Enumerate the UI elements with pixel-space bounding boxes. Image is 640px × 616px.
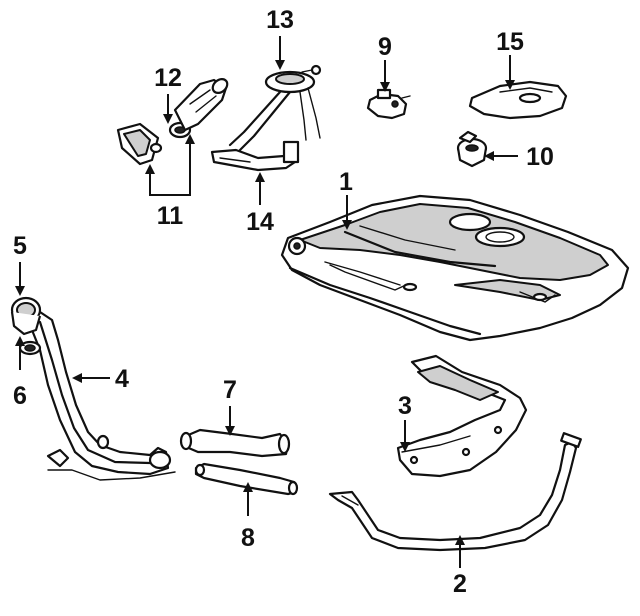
heat-shield[interactable]	[396, 354, 528, 478]
callout-11: 11	[157, 202, 184, 230]
fuel-pump[interactable]	[173, 76, 230, 132]
tank-strap[interactable]	[328, 432, 582, 552]
callout-2: 2	[453, 570, 467, 598]
vent-valve[interactable]	[366, 88, 411, 120]
callout-8: 8	[241, 524, 255, 552]
filler-cap[interactable]	[10, 296, 42, 336]
callout-13: 13	[266, 6, 294, 34]
callout-9: 9	[378, 33, 392, 61]
fuel-sender-unit[interactable]	[228, 64, 322, 152]
filler-hose[interactable]	[179, 428, 291, 458]
callout-3: 3	[398, 392, 412, 420]
callout-10: 10	[526, 143, 554, 171]
callout-6: 6	[13, 382, 27, 410]
callout-5: 5	[13, 232, 27, 260]
float-arm-assembly[interactable]	[210, 140, 300, 172]
callout-1: 1	[339, 168, 353, 196]
callout-14: 14	[246, 208, 274, 236]
rollover-valve[interactable]	[456, 130, 488, 168]
callout-4: 4	[115, 365, 129, 393]
vent-hose[interactable]	[194, 462, 299, 496]
fuel-tank[interactable]	[280, 194, 630, 342]
tank-cover-gasket[interactable]	[468, 80, 568, 120]
callout-7: 7	[223, 376, 237, 404]
callout-12: 12	[154, 64, 182, 92]
pump-bracket[interactable]	[116, 122, 163, 166]
callout-15: 15	[496, 28, 524, 56]
filler-neck[interactable]	[24, 310, 176, 481]
